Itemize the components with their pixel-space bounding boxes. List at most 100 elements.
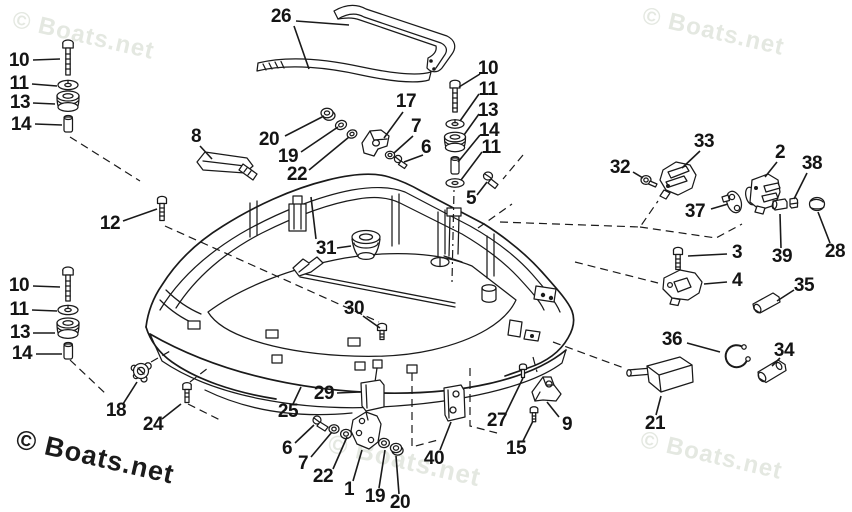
part-34-roller-drawing <box>757 359 787 384</box>
part-40-plate-drawing <box>443 384 466 422</box>
leader-line-31 <box>310 196 317 240</box>
leader-line-35 <box>776 289 795 302</box>
leader-line-17 <box>383 111 404 139</box>
part-19b-washer-drawing <box>377 437 391 449</box>
part-22a-washer-drawing <box>346 129 358 139</box>
leader-line-27 <box>505 377 524 414</box>
part-5-screw-drawing <box>482 171 499 190</box>
part-17-bracket-drawing <box>361 129 390 157</box>
part-13a-grommet-drawing <box>56 90 80 113</box>
leader-line-6 <box>403 154 424 163</box>
leader-line-25 <box>292 386 302 405</box>
part-35-roller-drawing <box>752 292 781 314</box>
part-38-pin-drawing <box>789 197 799 209</box>
part-18-grommet-drawing <box>130 362 152 383</box>
part-26-moulding-drawing <box>256 4 456 83</box>
leader-line-20 <box>395 455 400 495</box>
part-31-grommet-drawing <box>351 229 381 261</box>
leader-line-40 <box>439 421 452 451</box>
part-21-handle-drawing <box>626 356 694 393</box>
leader-line-32 <box>632 171 644 179</box>
leader-line-19 <box>300 126 339 153</box>
leader-line-4 <box>703 281 728 285</box>
leader-line-22 <box>332 436 348 470</box>
part-14c-bushing-drawing <box>63 341 74 360</box>
assembly-dashed-lines <box>69 136 743 448</box>
part-22b-washer-drawing <box>339 428 353 440</box>
leader-line-5 <box>476 181 488 196</box>
part-20b-nut-drawing <box>389 442 404 456</box>
part-13b-grommet-drawing <box>443 131 467 153</box>
leader-line-13 <box>32 102 56 105</box>
leader-line-11 <box>31 83 58 87</box>
leader-line-10 <box>32 58 61 61</box>
part-30-screw-drawing <box>376 322 388 341</box>
leader-line-1 <box>352 449 363 482</box>
leader-line-11 <box>459 93 480 122</box>
part-9-bracket-drawing <box>531 376 562 402</box>
part-8-mount-drawing <box>196 151 258 181</box>
leader-line-7 <box>393 135 414 154</box>
leader-line-10 <box>32 285 61 288</box>
part-7b-washer-drawing <box>328 424 340 434</box>
part-10c-bolt-drawing <box>62 266 74 302</box>
lower-engine-cover-drawing <box>145 173 575 416</box>
leader-line-9 <box>546 401 560 418</box>
part-11a-washer-drawing <box>57 79 79 91</box>
leader-line-29 <box>336 391 361 394</box>
leader-line-36 <box>686 342 721 353</box>
part-1-bracket-drawing <box>350 411 382 450</box>
part-24-bolt-drawing <box>182 381 192 404</box>
part-11c-washer-drawing <box>57 304 79 316</box>
part-36-retaining-ring-drawing <box>724 344 751 369</box>
part-37-link-drawing <box>721 190 743 214</box>
leader-line-34 <box>771 357 781 367</box>
part-19a-washer-drawing <box>334 119 348 131</box>
part-20a-nut-drawing <box>320 107 336 121</box>
leader-line-22 <box>308 136 350 171</box>
leader-line-12 <box>122 208 158 222</box>
leader-line-11 <box>31 309 58 312</box>
part-12-bolt-drawing <box>156 195 168 222</box>
leader-line-30 <box>362 315 381 329</box>
part-11d-washer-drawing <box>445 178 465 188</box>
part-33-latch-drawing <box>659 161 697 200</box>
leader-line-20 <box>284 115 325 137</box>
leader-line-15 <box>522 420 534 442</box>
leader-line-39 <box>779 213 782 249</box>
part-13c-grommet-drawing <box>56 317 80 340</box>
leader-line-24 <box>161 403 182 420</box>
part-6a-screw-drawing <box>393 154 408 170</box>
leader-line-14 <box>34 123 63 126</box>
part-10b-bolt-drawing <box>449 79 461 113</box>
leader-line-38 <box>793 172 808 200</box>
part-3-bolt-drawing <box>672 246 684 271</box>
leader-line-13 <box>463 113 480 136</box>
part-39-bushing-drawing <box>771 198 788 211</box>
leader-line-18 <box>122 381 138 405</box>
leader-line-31 <box>336 245 352 249</box>
part-4-latch-drawing <box>662 269 703 307</box>
leader-line-2 <box>764 161 778 178</box>
callout-leader-lines <box>31 20 831 495</box>
part-7a-washer-drawing <box>384 150 396 160</box>
leader-line-6 <box>294 424 315 444</box>
leader-line-11 <box>460 151 483 181</box>
leader-line-10 <box>458 73 481 88</box>
leader-line-3 <box>687 253 728 257</box>
part-14a-bushing-drawing <box>63 114 74 133</box>
part-28-cap-drawing <box>808 196 826 212</box>
leader-line-19 <box>378 449 386 489</box>
part-15-screw-drawing <box>529 406 539 423</box>
leader-line-26 <box>295 20 350 26</box>
leader-line-33 <box>681 150 701 169</box>
part-32-washer-drawing <box>640 174 658 188</box>
part-14b-bushing-drawing <box>450 155 460 175</box>
leader-line-7 <box>310 431 333 458</box>
leader-line-21 <box>655 395 662 416</box>
leader-line-28 <box>817 211 831 244</box>
leader-line-37 <box>710 203 729 210</box>
part-6b-screw-drawing <box>312 415 329 432</box>
